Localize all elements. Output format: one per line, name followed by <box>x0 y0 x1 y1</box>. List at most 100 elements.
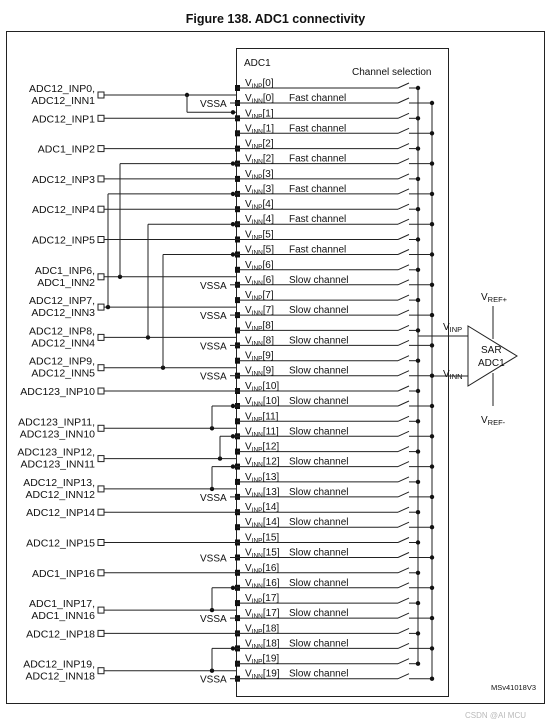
switch-inn-2 <box>397 158 410 165</box>
vinn-label: VINN <box>443 369 463 381</box>
vin-label-inn-3: VINN[3] <box>245 184 274 196</box>
channel-type-9: Slow channel <box>289 366 348 377</box>
vin-label-inn-9: VINN[9] <box>245 366 274 378</box>
pin-box-0 <box>97 91 105 99</box>
channel-type-15: Slow channel <box>289 548 348 559</box>
vin-label-inn-11: VINN[11] <box>245 426 279 438</box>
bus-junction-inp-4 <box>415 207 421 212</box>
vssa-label-15: VSSA <box>200 554 227 565</box>
bus-junction-inn-6 <box>429 282 435 287</box>
bus-junction-inp-5 <box>415 237 421 242</box>
vin-label-inp-13: VINP[13] <box>245 472 279 484</box>
vin-label-inp-9: VINP[9] <box>245 351 274 363</box>
switch-inp-18 <box>397 627 410 634</box>
pin-label-7-0: ADC12_INP7, <box>29 295 95 307</box>
channel-type-18: Slow channel <box>289 638 348 649</box>
pin-box-14 <box>97 508 105 516</box>
vssa-label-19: VSSA <box>200 675 227 686</box>
switch-inp-8 <box>397 324 410 331</box>
vin-label-inp-17: VINP[17] <box>245 593 279 605</box>
switch-inp-17 <box>397 597 410 604</box>
bus-junction-inp-9 <box>415 358 421 363</box>
vin-label-inp-11: VINP[11] <box>245 411 279 423</box>
vin-label-inp-8: VINP[8] <box>245 320 274 332</box>
bus-junction-inn-11 <box>429 434 435 439</box>
vin-label-inn-0: VINN[0] <box>245 93 274 105</box>
bus-junction-inn-0 <box>429 100 435 106</box>
bus-junction-inn-12 <box>429 464 435 469</box>
channel-type-1: Fast channel <box>289 123 346 134</box>
pin-label-17-1: ADC1_INN16 <box>31 610 95 622</box>
bus-junction-inp-12 <box>415 449 421 454</box>
vref-minus-label: VREF- <box>481 415 506 427</box>
bus-junction-inn-17 <box>429 615 435 621</box>
watermark: CSDN @AI MCU <box>465 711 526 720</box>
pin-box-1 <box>97 114 105 122</box>
vin-label-inn-19: VINN[19] <box>245 669 280 681</box>
bus-junction-inp-10 <box>415 388 421 394</box>
pin-label-6-0: ADC1_INP6, <box>35 265 95 277</box>
vin-label-inp-16: VINP[16] <box>245 563 279 575</box>
pin-label-19-1: ADC12_INN18 <box>26 671 96 683</box>
vin-label-inn-12: VINN[12] <box>245 457 280 469</box>
link-end-p8 <box>230 222 236 227</box>
vin-label-inp-0: VINP[0] <box>245 78 274 90</box>
switch-inn-19 <box>397 673 410 680</box>
pin-label-13-1: ADC12_INN12 <box>26 489 96 501</box>
channel-type-19: Slow channel <box>289 669 348 680</box>
channel-selection-label: Channel selection <box>352 67 432 78</box>
vin-label-inp-15: VINP[15] <box>245 533 279 545</box>
pin-box-13 <box>97 485 105 493</box>
pin-box-18 <box>97 629 105 637</box>
vin-label-inn-15: VINN[15] <box>245 548 280 560</box>
sar-label: SAR <box>481 345 502 356</box>
vin-label-inn-8: VINN[8] <box>245 335 274 347</box>
switch-inn-8 <box>397 339 410 346</box>
pin-box-12 <box>97 455 105 463</box>
pin-label-16-0: ADC1_INP16 <box>32 568 95 580</box>
vin-label-inn-14: VINN[14] <box>245 517 280 529</box>
vin-label-inn-2: VINN[2] <box>245 154 274 166</box>
outer-frame <box>6 31 545 704</box>
vin-label-inn-6: VINN[6] <box>245 275 274 287</box>
bus-junction-inp-3 <box>415 176 421 182</box>
bus-junction-inn-14 <box>429 525 435 530</box>
pin-box-5 <box>97 236 105 243</box>
switch-inp-15 <box>397 537 410 543</box>
pin-label-15-0: ADC12_INP15 <box>26 538 95 550</box>
vssa-label-7: VSSA <box>200 311 227 322</box>
vssa-label-13: VSSA <box>200 493 227 504</box>
switch-inp-6 <box>397 264 410 271</box>
vinp-label: VINP <box>443 322 462 334</box>
vin-label-inp-3: VINP[3] <box>245 169 274 181</box>
switch-inn-13 <box>397 491 410 498</box>
bus-junction-inp-2 <box>415 146 421 151</box>
vin-label-inn-13: VINN[13] <box>245 487 280 499</box>
pin-box-8 <box>97 333 105 341</box>
pin-label-1-0: ADC12_INP1 <box>32 113 95 125</box>
bus-junction-inp-8 <box>415 328 421 333</box>
vin-label-inp-4: VINP[4] <box>245 199 274 211</box>
diagram-id: MSv41018V3 <box>491 683 536 692</box>
pin-box-19 <box>97 667 105 675</box>
pin-box-10 <box>97 387 105 395</box>
vin-label-inp-6: VINP[6] <box>245 260 274 272</box>
pin-label-8-1: ADC12_INN4 <box>31 337 95 349</box>
bus-junction-inn-8 <box>429 343 435 348</box>
switch-inp-5 <box>397 234 410 240</box>
bus-junction-inn-15 <box>429 555 435 560</box>
switch-inp-4 <box>397 203 410 210</box>
figure-title: Figure 138. ADC1 connectivity <box>185 12 366 26</box>
vin-label-inp-12: VINP[12] <box>245 442 279 454</box>
pin-label-0-0: ADC12_INP0, <box>29 83 95 95</box>
vin-label-inn-7: VINN[7] <box>245 305 274 317</box>
bus-junction-inn-10 <box>429 403 435 409</box>
pin-label-12-0: ADC123_INP12, <box>17 447 95 459</box>
bus-junction-inn-18 <box>429 646 435 651</box>
bus-junction-inn-19 <box>429 676 435 681</box>
pin-label-11-0: ADC123_INP11, <box>18 416 95 428</box>
vin-label-inn-1: VINN[1] <box>245 123 274 135</box>
pin-label-7-1: ADC12_INN3 <box>31 307 95 319</box>
channel-type-8: Slow channel <box>289 335 348 346</box>
pin-label-12-1: ADC123_INN11 <box>20 459 95 471</box>
